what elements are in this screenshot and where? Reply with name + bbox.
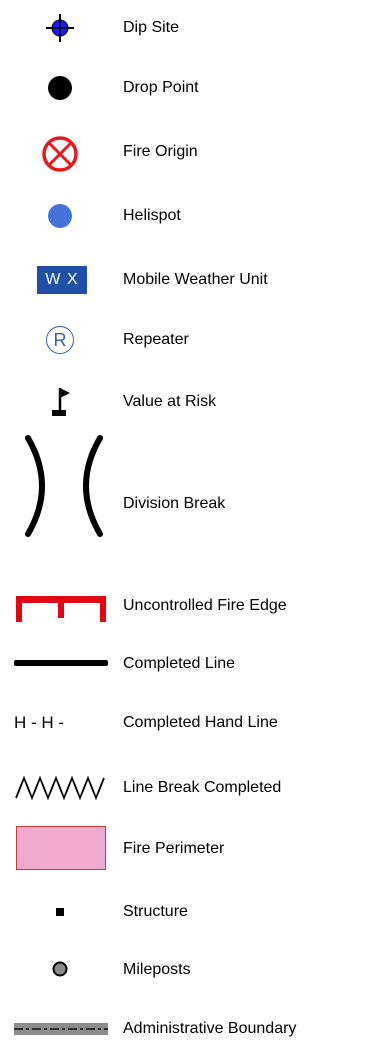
- line-break-completed-icon: [15, 776, 105, 800]
- legend-row-completed-hand-line: H - H - Completed Hand Line: [0, 710, 376, 734]
- legend-label-administrative-boundary: Administrative Boundary: [123, 1020, 297, 1037]
- legend-label-dip-site: Dip Site: [123, 19, 180, 36]
- drop-point-icon: [48, 76, 72, 100]
- hand-line-glyphs: H - H -: [14, 713, 65, 732]
- legend-label-division-break: Division Break: [123, 495, 226, 512]
- value-at-risk-icon: [52, 388, 70, 416]
- legend-label-line-break-completed: Line Break Completed: [123, 779, 282, 796]
- division-break-icon: [25, 435, 103, 537]
- legend-row-mobile-weather-unit: W X Mobile Weather Unit: [0, 262, 376, 298]
- legend-row-value-at-risk: Value at Risk: [0, 382, 376, 422]
- legend-row-line-break-completed: Line Break Completed: [0, 772, 376, 802]
- legend-label-uncontrolled-fire-edge: Uncontrolled Fire Edge: [123, 597, 287, 614]
- legend-label-value-at-risk: Value at Risk: [123, 393, 217, 410]
- dip-site-icon: [46, 14, 74, 42]
- legend-label-helispot: Helispot: [123, 207, 181, 224]
- legend-row-administrative-boundary: Administrative Boundary: [0, 1016, 376, 1042]
- legend-row-dip-site: Dip Site: [0, 10, 376, 46]
- legend-row-fire-origin: Fire Origin: [0, 132, 376, 172]
- legend-row-completed-line: Completed Line: [0, 652, 376, 676]
- legend-row-mileposts: Mileposts: [0, 955, 376, 985]
- legend-label-drop-point: Drop Point: [123, 79, 199, 96]
- legend-label-fire-origin: Fire Origin: [123, 143, 198, 160]
- legend-label-completed-line: Completed Line: [123, 655, 236, 672]
- completed-hand-line-icon: H - H -: [14, 713, 118, 733]
- legend-label-repeater: Repeater: [123, 331, 189, 348]
- legend-row-structure: Structure: [0, 898, 376, 926]
- legend-row-helispot: Helispot: [0, 198, 376, 234]
- legend-row-drop-point: Drop Point: [0, 70, 376, 106]
- helispot-icon: [48, 204, 72, 228]
- legend-label-structure: Structure: [123, 903, 188, 920]
- completed-line-icon: [14, 660, 108, 666]
- legend-row-division-break: Division Break: [0, 430, 376, 540]
- uncontrolled-fire-edge-icon: [16, 596, 106, 622]
- fire-perimeter-icon: [16, 826, 106, 870]
- legend-label-completed-hand-line: Completed Hand Line: [123, 714, 278, 731]
- legend-label-mobile-weather-unit: Mobile Weather Unit: [123, 271, 268, 288]
- structure-icon: [56, 908, 64, 916]
- administrative-boundary-icon: [14, 1023, 108, 1035]
- legend-row-uncontrolled-fire-edge: Uncontrolled Fire Edge: [0, 590, 376, 626]
- legend-label-fire-perimeter: Fire Perimeter: [123, 840, 225, 857]
- mileposts-icon: [52, 961, 68, 977]
- mobile-weather-unit-icon: W X: [37, 266, 87, 294]
- legend-row-fire-perimeter: Fire Perimeter: [0, 826, 376, 874]
- fire-origin-icon: [42, 136, 78, 172]
- legend-row-repeater: R Repeater: [0, 322, 376, 358]
- legend-label-mileposts: Mileposts: [123, 961, 191, 978]
- repeater-icon: R: [46, 326, 74, 354]
